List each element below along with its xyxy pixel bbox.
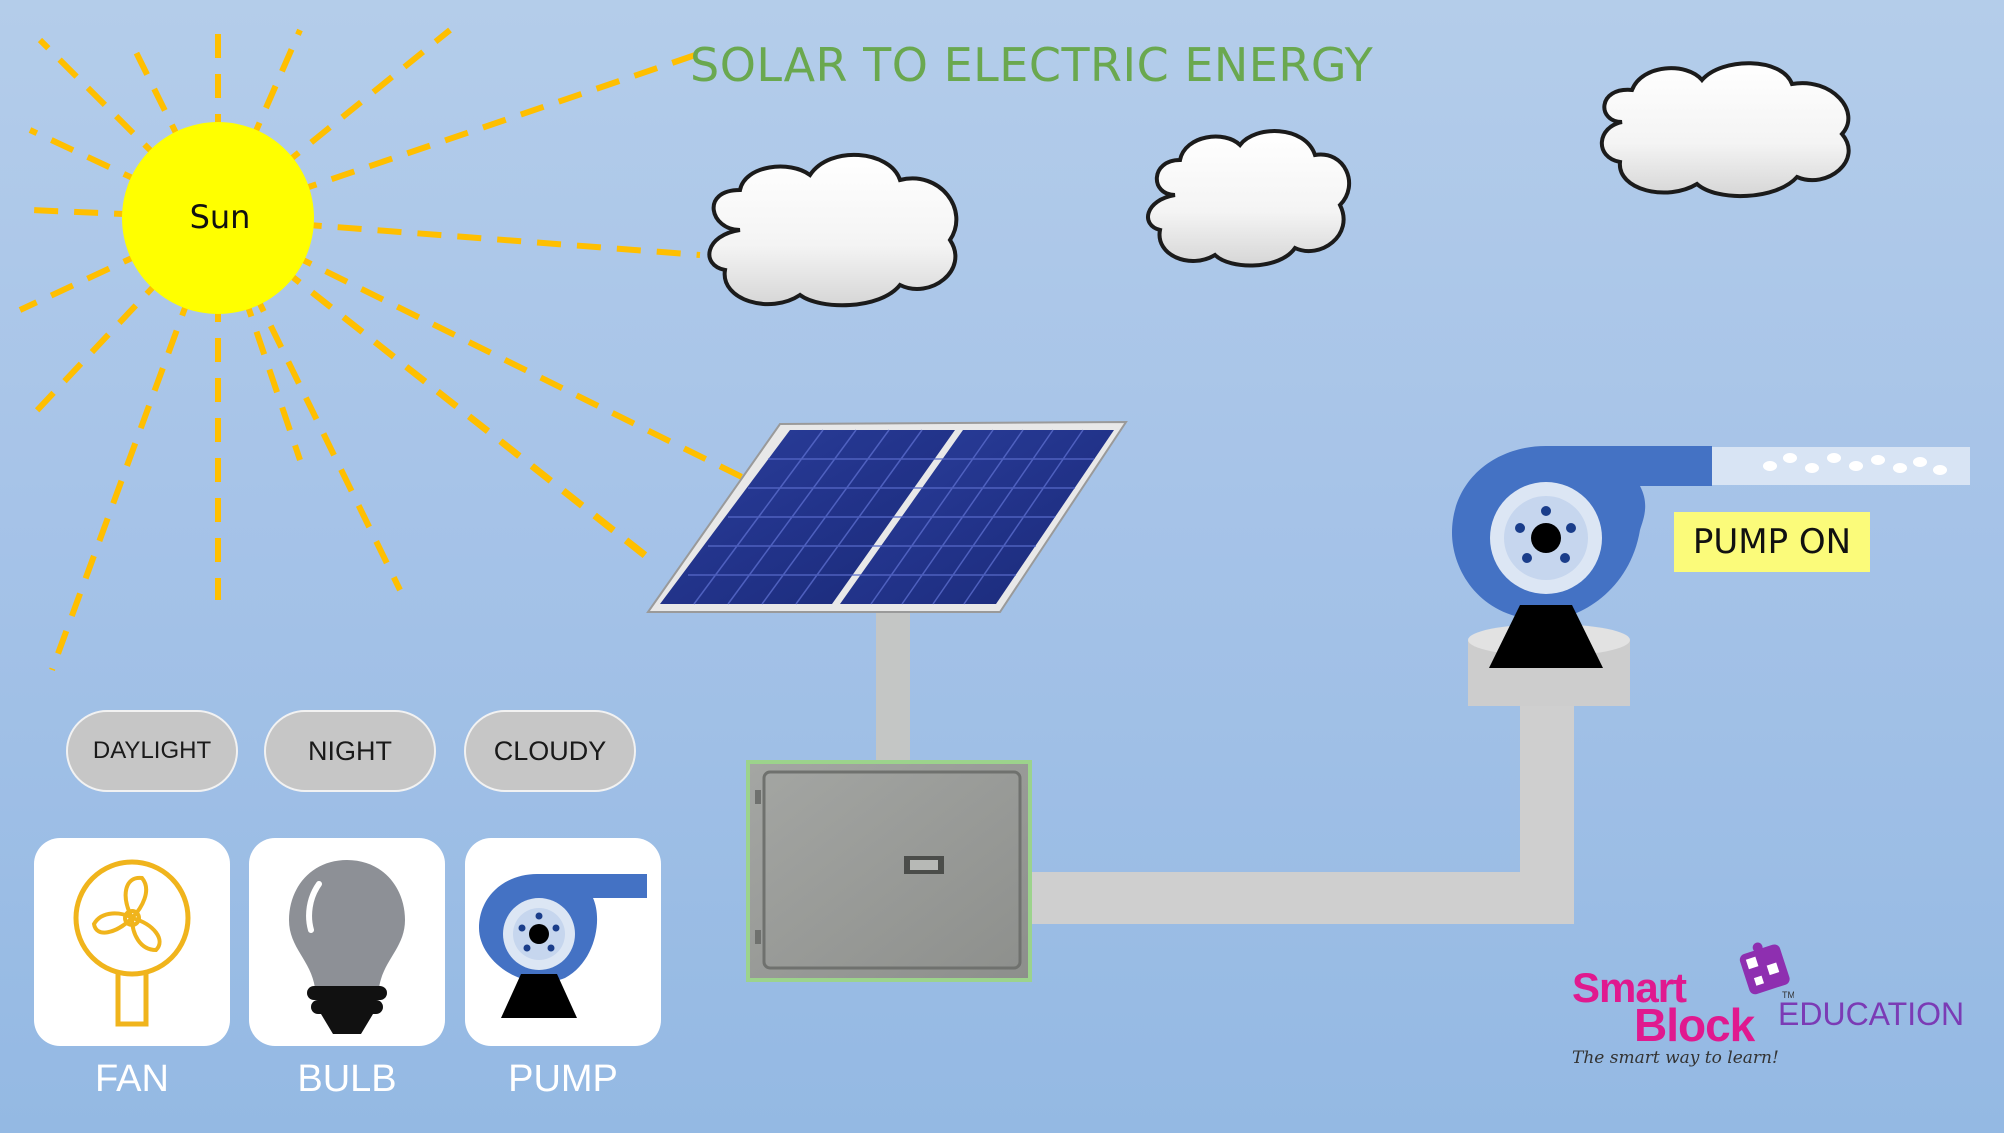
pump xyxy=(1452,446,1970,668)
sun xyxy=(122,122,314,314)
panel-pole xyxy=(876,612,910,762)
fan-card[interactable] xyxy=(34,838,230,1046)
logo-word-education: EDUCATION xyxy=(1778,996,1965,1032)
night-button[interactable]: NIGHT xyxy=(264,710,436,792)
smartblock-logo: TM Smart Block EDUCATION The smart way t… xyxy=(1568,940,1968,1070)
trademark-mark: TM xyxy=(1782,990,1794,1000)
sun-rays xyxy=(18,27,750,672)
logo-word-block: Block xyxy=(1634,999,1755,1051)
pump-label: PUMP xyxy=(508,1058,618,1100)
cloudy-button[interactable]: CLOUDY xyxy=(464,710,636,792)
pump-status-badge: PUMP ON xyxy=(1674,512,1870,572)
logo-word-smart: Smart xyxy=(1572,964,1687,1011)
sun-label: Sun xyxy=(189,198,251,236)
pump-card[interactable] xyxy=(465,838,661,1046)
controller-box xyxy=(746,760,1032,982)
cloud-3 xyxy=(1599,61,1851,199)
water-pipe xyxy=(1030,700,1574,924)
solar-panel xyxy=(646,420,1128,613)
bulb-icon xyxy=(289,860,405,1034)
page-title: SOLAR TO ELECTRIC ENERGY xyxy=(690,38,1374,92)
fan-label: FAN xyxy=(95,1058,169,1100)
pump-icon xyxy=(479,874,647,1018)
bulb-label: BULB xyxy=(297,1058,397,1100)
cloud-1 xyxy=(707,153,959,308)
fan-icon xyxy=(73,859,191,1027)
cloud-2 xyxy=(1146,129,1352,268)
logo-puzzle-icon: TM xyxy=(1739,942,1794,1000)
daylight-button[interactable]: DAYLIGHT xyxy=(66,710,238,792)
bulb-card[interactable] xyxy=(249,838,445,1046)
logo-tagline: The smart way to learn! xyxy=(1572,1048,1779,1068)
